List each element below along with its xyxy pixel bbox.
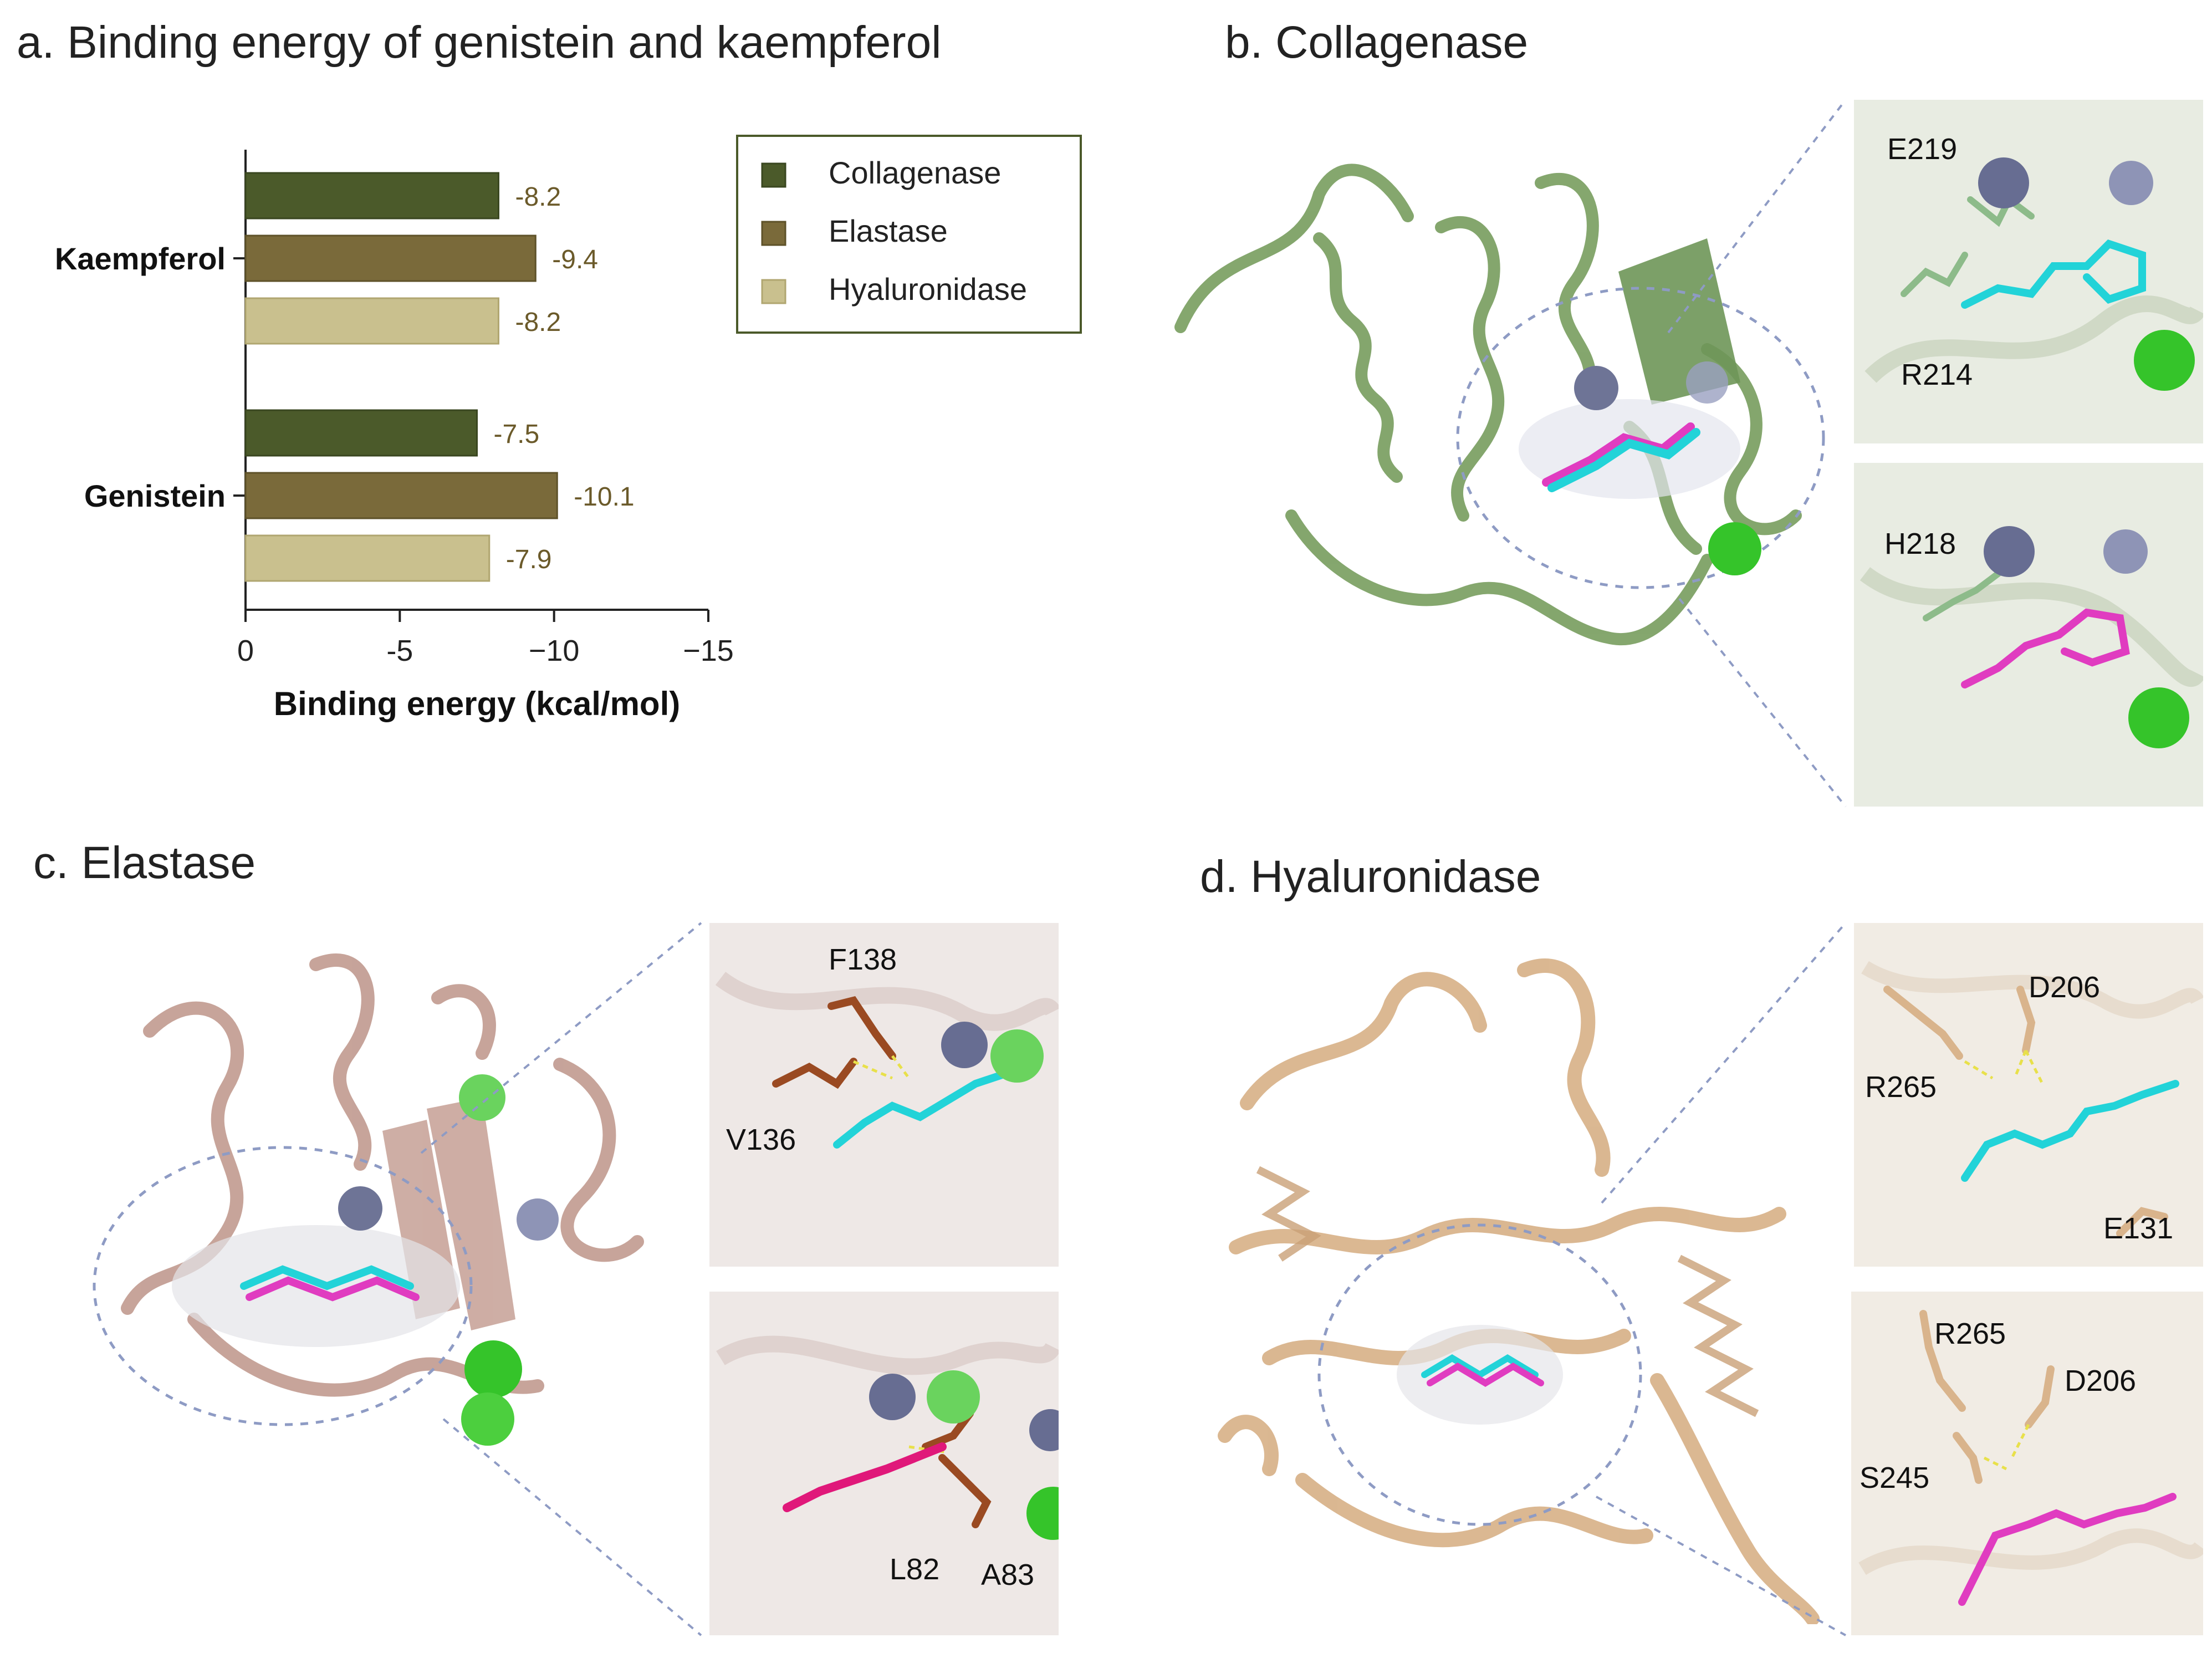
x-tick-label: −10	[529, 634, 580, 667]
x-tick-label: −15	[683, 634, 734, 667]
hyaluronidase-kaempferol-inset	[1854, 923, 2203, 1267]
chart-bars: -8.2 -7.5 -9.4 -10.1 -8.2 -7.9	[244, 172, 635, 582]
residue-label: H218	[1884, 527, 1956, 560]
legend-label: Hyaluronidase	[829, 272, 1027, 307]
x-tick-label: -5	[386, 634, 413, 667]
bar-data-label: -8.2	[515, 308, 561, 337]
residue-label: R214	[1901, 358, 1973, 391]
panel-c-title: c. Elastase	[33, 838, 256, 888]
x-axis-label: Binding energy (kcal/mol)	[274, 685, 680, 722]
bar	[244, 172, 499, 220]
residue-label: S245	[1859, 1461, 1930, 1494]
panel-a-title: a. Binding energy of genistein and kaemp…	[17, 17, 942, 68]
bar-data-label: -7.9	[506, 545, 552, 574]
legend-label: Elastase	[829, 213, 948, 248]
elastase-genistein-inset	[709, 1292, 1059, 1635]
collagenase-genistein-inset	[1854, 463, 2203, 807]
legend-label: Collagenase	[829, 155, 1001, 190]
hyaluronidase-genistein-inset	[1851, 1292, 2203, 1635]
residue-label: D206	[2029, 971, 2101, 1004]
bar-data-label: -7.5	[494, 420, 540, 449]
legend-swatch	[761, 162, 786, 188]
bar-data-label: -8.2	[515, 182, 561, 212]
residue-label: F138	[829, 943, 897, 976]
residue-label: L82	[890, 1553, 940, 1586]
collagenase-structure	[1153, 127, 1840, 726]
hyaluronidase-structure	[1192, 937, 1823, 1624]
y-category-label: Kaempferol	[55, 241, 226, 276]
bar	[244, 534, 491, 582]
panel-b-title: b. Collagenase	[1225, 17, 1529, 68]
elastase-structure	[83, 931, 682, 1463]
legend-swatch	[761, 279, 786, 304]
x-tick-label: 0	[237, 634, 254, 667]
bar	[244, 409, 478, 457]
bar	[244, 234, 537, 282]
residue-label: A83	[981, 1558, 1035, 1591]
bar-data-label: -9.4	[552, 245, 598, 274]
collagenase-kaempferol-inset	[1854, 100, 2203, 443]
legend-swatch	[761, 221, 786, 246]
residue-label: D206	[2065, 1364, 2137, 1397]
legend-box	[736, 135, 1082, 334]
bar	[244, 472, 558, 519]
residue-label: R265	[1865, 1070, 1937, 1104]
bar-data-label: -10.1	[574, 482, 634, 512]
panel-d-title: d. Hyaluronidase	[1200, 851, 1541, 902]
residue-label: V136	[726, 1123, 796, 1156]
residue-label: E131	[2103, 1212, 2174, 1245]
y-category-label: Genistein	[84, 478, 226, 513]
residue-label: E219	[1887, 132, 1958, 166]
bar	[244, 297, 499, 345]
elastase-kaempferol-inset	[709, 923, 1059, 1267]
residue-label: R265	[1934, 1317, 2006, 1350]
